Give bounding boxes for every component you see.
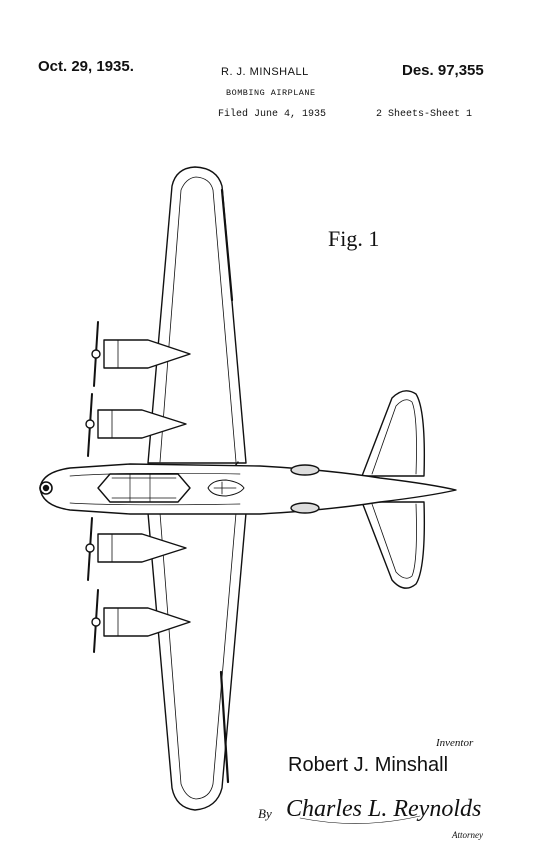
attorney-caption: Attorney — [452, 830, 483, 840]
attorney-signature: Charles L. Reynolds — [286, 796, 482, 822]
engine-4 — [91, 589, 191, 653]
engine-3 — [85, 517, 187, 581]
upper-blister — [290, 464, 320, 476]
engine-2 — [85, 393, 187, 457]
by-label: By — [258, 806, 272, 821]
figure-label: Fig. 1 — [328, 226, 380, 251]
signature-flourish — [299, 815, 421, 824]
inventor-header: R. J. MINSHALL — [221, 66, 309, 78]
top-turret — [207, 479, 245, 497]
inventor-caption: Inventor — [436, 737, 474, 749]
lower-blister — [290, 502, 320, 514]
inventor-name: Robert J. Minshall — [288, 754, 449, 776]
filed-date: Filed June 4, 1935 — [218, 109, 327, 120]
patent-date: Oct. 29, 1935. — [38, 58, 134, 75]
upper-stabilizer — [361, 390, 426, 477]
sheet-count: 2 Sheets-Sheet 1 — [376, 109, 473, 120]
cockpit-canopy — [97, 473, 191, 503]
patent-number: Des. 97,355 — [402, 62, 484, 79]
lower-wing — [147, 512, 247, 811]
patent-title: BOMBING AIRPLANE — [226, 88, 316, 98]
lower-stabilizer — [361, 501, 426, 589]
engine-1 — [91, 321, 191, 387]
